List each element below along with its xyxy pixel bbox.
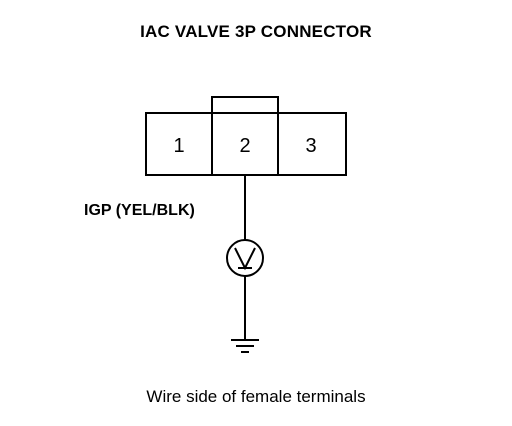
voltmeter-icon	[226, 239, 264, 277]
connector-body	[145, 112, 347, 176]
ground-icon	[231, 339, 259, 353]
terminal-1-label: 1	[173, 135, 184, 157]
diagram-title: IAC VALVE 3P CONNECTOR	[140, 22, 372, 41]
terminal-2-label: 2	[239, 135, 250, 157]
wire-signal-label: IGP (YEL/BLK)	[84, 202, 195, 219]
terminal-3-label: 3	[305, 135, 316, 157]
connector-lock-tab	[211, 96, 279, 114]
diagram-caption: Wire side of female terminals	[146, 387, 366, 406]
